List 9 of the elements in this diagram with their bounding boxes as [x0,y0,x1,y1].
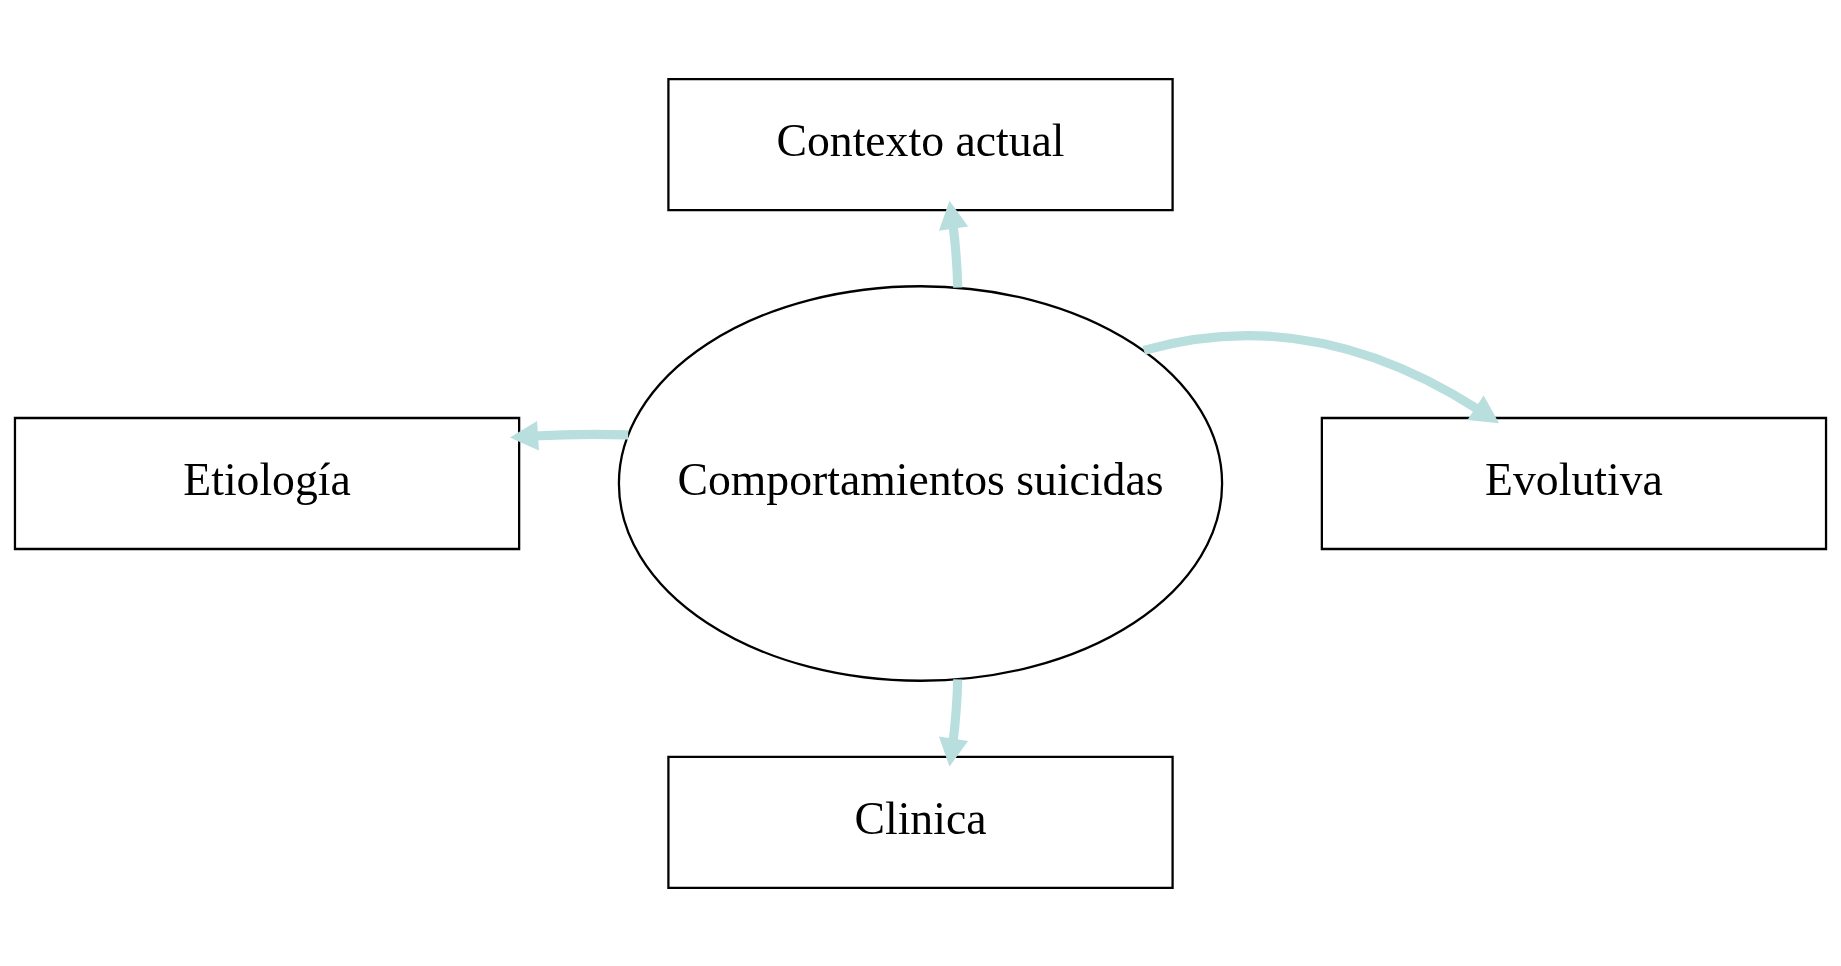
node-box: Contexto actual [667,77,1174,211]
arrow [938,200,969,288]
node-ellipse: Comportamientos suicidas [617,284,1224,682]
node-box: Evolutiva [1320,416,1828,550]
arrow [1142,330,1499,423]
node-box: Etiología [13,416,521,550]
node-box: Clinica [667,755,1174,889]
arrow [938,678,969,767]
arrow [509,420,629,450]
